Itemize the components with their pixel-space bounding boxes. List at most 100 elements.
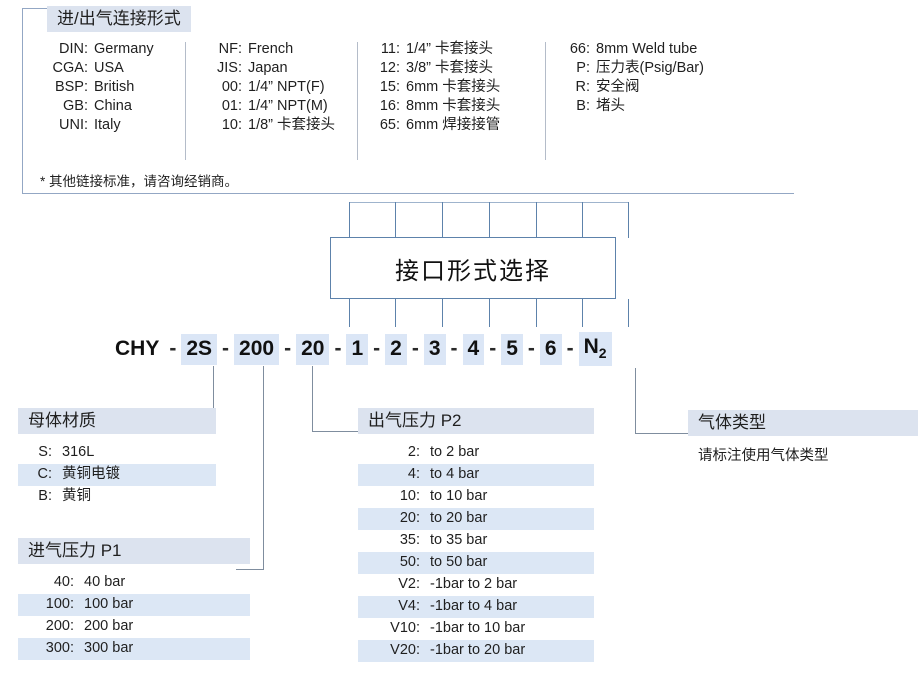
list-item: GB: China: [42, 97, 154, 116]
list-item: NF: French: [206, 40, 335, 59]
item-key: GB:: [63, 98, 88, 114]
item-value: 堵头: [596, 98, 625, 114]
item-key: 50:: [399, 554, 420, 571]
list-item: 16: 8mm 卡套接头: [370, 97, 500, 116]
model-code-row: CHY - 2S - 200 - 20 - 1 - 2 - 3 - 4 - 5 …: [110, 332, 612, 366]
item-value: 40 bar: [84, 574, 126, 591]
list-item: C: 黄铜电镀: [18, 464, 216, 487]
item-key: 40:: [53, 574, 74, 591]
list-item: 11: 1/4” 卡套接头: [370, 40, 500, 59]
item-key: 4:: [407, 466, 420, 483]
panel-bracket-tick: [22, 8, 52, 9]
section-material: 母体材质 S: 316L C: 黄铜电镀 B: 黄铜: [18, 408, 216, 508]
code-dash: -: [169, 337, 177, 360]
list-item: 66: 8mm Weld tube: [560, 40, 704, 59]
item-value: 黄铜电镀: [62, 466, 121, 483]
list-item: UNI: Italy: [42, 116, 154, 135]
code-dash: -: [566, 337, 574, 360]
item-key: 10:: [399, 488, 420, 505]
leader-gas-horizontal: [635, 433, 688, 434]
code-segment-gas[interactable]: N2: [578, 332, 612, 366]
comb-tooth: [536, 202, 537, 238]
list-item: 00: 1/4” NPT(F): [206, 78, 335, 97]
list-item: 4: to 4 bar: [358, 464, 594, 487]
item-value: 压力表(Psig/Bar): [596, 60, 704, 76]
item-value: 8mm Weld tube: [596, 41, 698, 57]
code-segment-p2[interactable]: 20: [296, 333, 330, 365]
column-divider-1: [185, 42, 186, 160]
code-segment-prefix[interactable]: CHY: [115, 336, 160, 360]
section-outlet-pressure-list: 2: to 2 bar 4: to 4 bar 10: to 10 bar 20…: [358, 442, 594, 663]
item-key: 12:: [379, 60, 400, 76]
list-item: BSP: British: [42, 78, 154, 97]
item-value: British: [94, 79, 135, 95]
list-item: JIS: Japan: [206, 59, 335, 78]
leader-p1-vertical: [263, 366, 264, 570]
item-value: 316L: [62, 444, 95, 461]
list-item: 200: 200 bar: [18, 616, 250, 638]
item-value: to 2 bar: [430, 444, 480, 461]
item-value: 黄铜: [62, 488, 92, 505]
item-key: V10:: [390, 620, 420, 637]
connection-column-2: NF: French JIS: Japan 00: 1/4” NPT(F) 01…: [206, 40, 335, 135]
item-key: 10:: [221, 117, 242, 133]
item-value: to 20 bar: [430, 510, 488, 527]
comb-tooth: [536, 299, 537, 327]
code-segment-6[interactable]: 6: [539, 333, 562, 365]
item-key: S:: [38, 444, 52, 461]
item-key: UNI:: [59, 117, 88, 133]
list-item: V20: -1bar to 20 bar: [358, 640, 594, 663]
item-key: B:: [38, 488, 52, 505]
item-value: 6mm 焊接接管: [406, 117, 501, 133]
comb-tooth: [628, 299, 629, 327]
item-key: 00:: [221, 79, 242, 95]
section-inlet-pressure-title: 进气压力 P1: [18, 538, 250, 565]
code-segment-gas-subscript: 2: [598, 345, 607, 362]
interface-type-selection-box: 接口形式选择: [330, 237, 616, 299]
connection-type-note: * 其他链接标准，请咨询经销商。: [40, 174, 239, 189]
section-material-list: S: 316L C: 黄铜电镀 B: 黄铜: [18, 442, 216, 508]
list-item: 12: 3/8” 卡套接头: [370, 59, 500, 78]
connection-type-panel: [22, 8, 794, 194]
item-value: 1/8” 卡套接头: [248, 117, 336, 133]
code-segment-gas-text: N: [583, 335, 599, 359]
item-value: Japan: [248, 60, 288, 76]
connection-column-4: 66: 8mm Weld tube P: 压力表(Psig/Bar) R: 安全…: [560, 40, 704, 116]
list-item: R: 安全阀: [560, 78, 704, 97]
code-dash: -: [222, 337, 230, 360]
code-segment-4[interactable]: 4: [462, 333, 485, 365]
list-item: 65: 6mm 焊接接管: [370, 116, 500, 135]
item-key: 35:: [399, 532, 420, 549]
code-segment-2[interactable]: 2: [385, 333, 407, 365]
item-value: Germany: [94, 41, 154, 57]
list-item: V4: -1bar to 4 bar: [358, 596, 594, 619]
item-key: NF:: [218, 41, 242, 57]
section-outlet-pressure: 出气压力 P2 2: to 2 bar 4: to 4 bar 10: to 1…: [358, 408, 594, 663]
section-gas-type: 气体类型 请标注使用气体类型: [688, 410, 918, 465]
code-segment-p1[interactable]: 200: [234, 333, 280, 365]
item-value: 3/8” 卡套接头: [406, 60, 494, 76]
code-segment-1[interactable]: 1: [346, 333, 369, 365]
section-material-title: 母体材质: [18, 408, 216, 435]
comb-tooth: [489, 202, 490, 238]
list-item: 100: 100 bar: [18, 594, 250, 617]
comb-tooth: [395, 299, 396, 327]
code-dash: -: [450, 337, 458, 360]
leader-p2-vertical: [312, 366, 313, 432]
code-segment-3[interactable]: 3: [423, 333, 446, 365]
item-value: 1/4” NPT(F): [248, 79, 325, 95]
code-dash: -: [489, 337, 497, 360]
list-item: 35: to 35 bar: [358, 530, 594, 552]
code-segment-5[interactable]: 5: [501, 333, 523, 365]
leader-material-vertical: [213, 366, 214, 432]
section-inlet-pressure: 进气压力 P1 40: 40 bar 100: 100 bar 200: 200…: [18, 538, 250, 661]
item-key: R:: [575, 79, 591, 95]
item-value: 6mm 卡套接头: [406, 79, 501, 95]
item-key: 300:: [45, 640, 74, 657]
code-segment-material[interactable]: 2S: [181, 333, 218, 365]
item-value: Italy: [94, 117, 121, 133]
item-key: 11:: [380, 41, 400, 57]
item-key: 100:: [45, 596, 74, 613]
leader-p1-horizontal: [236, 569, 264, 570]
item-value: 安全阀: [596, 79, 640, 95]
